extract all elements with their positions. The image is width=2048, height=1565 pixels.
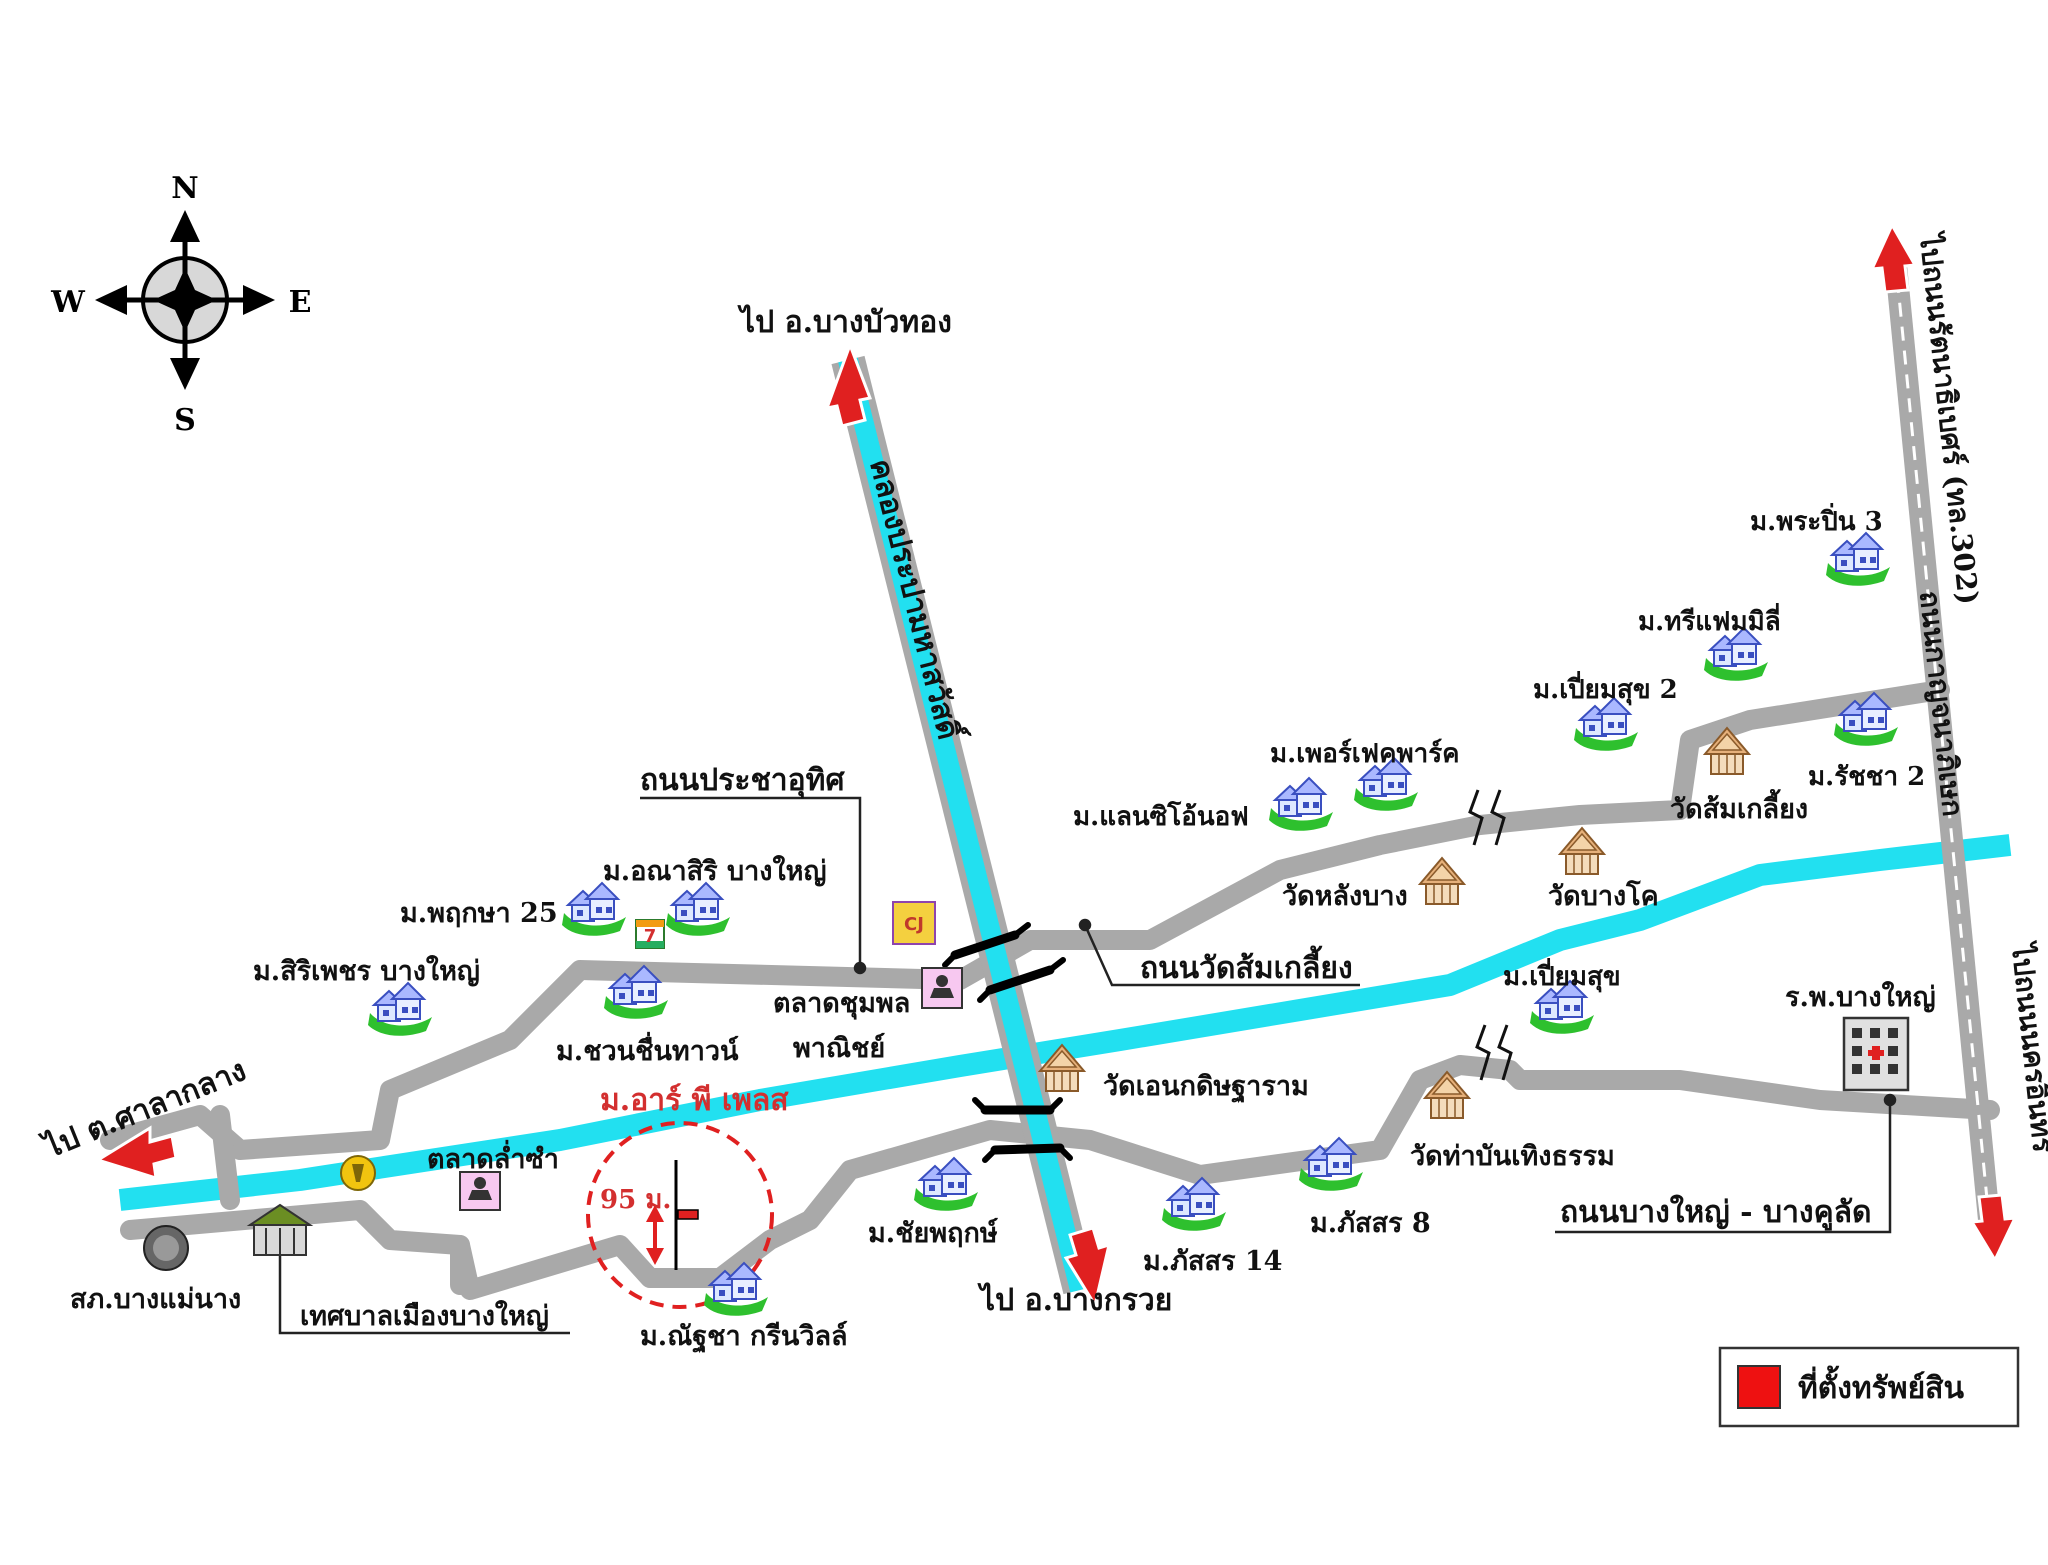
leader-municipality [278,1248,570,1335]
label-perfect-park: ม.เพอร์เฟคพาร์ค [1270,738,1460,769]
legend-swatch [1737,1365,1781,1409]
label-anasiri: ม.อณาสิริ บางใหญ่ [603,855,826,887]
temple-icon [1419,857,1465,905]
label-praphin-3: ม.พระปิ่น 3 [1750,502,1883,537]
market-icon [459,1171,501,1211]
road-break-2 [1475,1024,1513,1081]
label-chuanchuen: ม.ชวนชื่นทาวน์ [556,1031,739,1067]
label-lam-sam-market: ตลาดล่ำซำ [427,1139,559,1175]
arrow-north-kanchanaphisek-icon [1869,221,1918,294]
label-subject-distance: 95 ม. [600,1185,671,1215]
road-kanchanaphisek [1884,253,2001,1232]
leader-prachautit [640,796,862,968]
label-wat-bang-kho: วัดบางโค [1548,879,1659,912]
east-arrow-icon [243,285,275,315]
legend: ที่ตั้งทรัพย์สิน [1718,1346,2020,1428]
compass-n: N [171,171,198,206]
label-subject: ม.อาร์ พี เพลส [600,1083,789,1118]
village-icon [1268,777,1334,832]
market-icon [921,967,963,1009]
arrow-north-canal-icon [824,340,873,428]
label-piamsuk-2: ม.เปี่ยมสุข 2 [1533,670,1678,706]
label-wat-lang-bang: วัดหลังบาง [1282,881,1408,912]
label-tree-family: ม.ทรีแฟมมิลี่ [1638,602,1781,637]
label-wat-tha-ban: วัดท่าบันเทิงธรรม [1410,1141,1615,1172]
arrow-west-icon [94,1125,178,1181]
label-to-bang-bua-thong: ไป อ.บางบัวทอง [737,304,952,340]
leader-bang-yai [1555,1100,1892,1234]
label-road-prachautit: ถนนประชาอุทิศ [640,763,845,799]
road-local-1 [210,1105,240,1210]
municipality-icon [246,1203,314,1256]
village-icon [1825,532,1891,587]
legend-label: ที่ตั้งทรัพย์สิน [1798,1365,1964,1406]
bridge-north [942,922,1066,1003]
svg-text:CJ: CJ [904,914,924,935]
label-wat-ane-kadit: วัดเอนกดิษฐาราม [1103,1071,1309,1104]
leader-wat-som-kliang [1083,924,1360,987]
south-arrow-icon [170,358,200,390]
label-municipality: เทศบาลเมืองบางใหญ่ [300,1300,549,1332]
label-piamsuk: ม.เปี่ยมสุข [1503,957,1621,993]
label-road-bang-yai: ถนนบางใหญ่ - บางคูลัด [1560,1194,1872,1231]
label-ratcha-2: ม.รัชชา 2 [1808,762,1925,792]
village-icon [1573,697,1639,752]
label-wat-som-kliang: วัดส้มเกลี้ยง [1670,788,1808,825]
bridge-south [972,1097,1073,1163]
label-to-nakhon-in: ไปถนนนครอินทร์ [2005,939,2048,1154]
village-icon [665,882,731,937]
label-to-bang-kruai: ไป อ.บางกรวย [977,1282,1172,1318]
north-arrow-icon [170,210,200,242]
compass-s: S [174,403,196,438]
cj-store-icon: CJ [892,901,936,945]
west-arrow-icon [95,285,127,315]
village-icon [1161,1177,1227,1232]
label-chaiyaphruek: ม.ชัยพฤกษ์ [868,1217,998,1249]
road-prachautit [100,680,1950,1160]
temple-icon [1559,827,1605,875]
label-phatsorn-8: ม.ภัสสร 8 [1310,1208,1431,1239]
label-phatsorn-14: ม.ภัสสร 14 [1143,1246,1282,1277]
label-chumphon-market: ตลาดชุมพล [773,988,910,1020]
label-natcha: ม.ณัฐชา กรีนวิลล์ [640,1320,848,1354]
arrow-south-kanchanaphisek-icon [1969,1193,2018,1264]
village-icon [913,1157,979,1212]
hospital-icon [1842,1016,1910,1092]
compass-w: W [50,285,86,320]
compass-e: E [289,285,312,320]
label-hospital: ร.พ.บางใหญ่ [1785,981,1936,1013]
label-police: สภ.บางแม่นาง [70,1284,241,1315]
police-station-icon [143,1225,189,1271]
label-commercial: พาณิชย์ [793,1032,885,1064]
label-lanse: ม.แลนซิโอ้นอฟ [1073,800,1249,832]
village-icon [367,982,433,1037]
label-road-wat-som-kliang: ถนนวัดส้มเกลี้ยง [1140,945,1353,986]
gas-station-icon [340,1155,376,1191]
road-break-1 [1468,789,1506,846]
seven-eleven-icon: 7 [635,919,665,949]
canal-horizontal [118,834,2012,1211]
label-siriphet: ม.สิริเพชร บางใหญ่ [253,955,480,987]
subject-marker [677,1209,699,1220]
subject-location [586,1121,774,1309]
arrow-south-canal-icon [1063,1226,1112,1309]
compass-rose: N S W E [50,171,311,438]
label-phrueksa-25: ม.พฤกษา 25 [400,898,558,929]
village-icon [561,882,627,937]
svg-text:7: 7 [644,926,657,947]
